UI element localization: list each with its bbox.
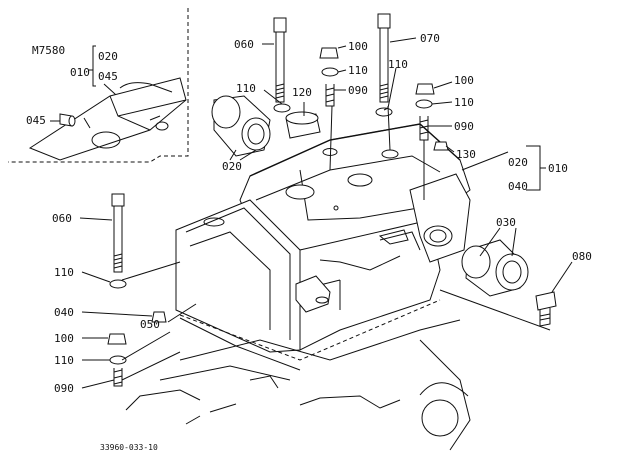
- label-100-right: 100: [454, 74, 474, 87]
- label-050: 050: [140, 318, 160, 331]
- label-045: 045: [26, 114, 46, 127]
- label-090-right: 090: [454, 120, 474, 133]
- variant-ref-b: 045: [98, 70, 118, 83]
- label-110-top: 110: [348, 64, 368, 77]
- fasteners-top-middle: [273, 47, 339, 139]
- label-070: 070: [420, 32, 440, 45]
- pipe-030: [461, 239, 529, 297]
- label-010-right: 010: [548, 162, 568, 175]
- label-110-left: 110: [236, 82, 256, 95]
- label-040-right: 040: [508, 180, 528, 193]
- label-100-top: 100: [348, 40, 368, 53]
- label-040-left: 040: [54, 306, 74, 319]
- inset-variant: M7580 020 045 010 045: [8, 8, 189, 163]
- label-130: 130: [456, 148, 476, 161]
- bolt-060-left: [109, 193, 127, 289]
- label-120: 120: [292, 86, 312, 99]
- label-090-bot: 090: [54, 382, 74, 395]
- label-110-mid: 110: [54, 266, 74, 279]
- part-labels: 060 070 100 110 090 120 110 020 110 100 …: [52, 32, 592, 395]
- label-020-right: 020: [508, 156, 528, 169]
- fasteners-left-lower: [107, 311, 167, 387]
- variant-ref-group: 010: [70, 66, 90, 79]
- label-060-left: 060: [52, 212, 72, 225]
- drawing-number: 33960-033-10: [100, 443, 158, 452]
- label-060-top: 060: [234, 38, 254, 51]
- label-020-left: 020: [222, 160, 242, 173]
- main-housing: [125, 123, 471, 451]
- bolt-070: [377, 13, 391, 103]
- label-110-right: 110: [388, 58, 408, 71]
- label-080: 080: [572, 250, 592, 263]
- label-100-bot: 100: [54, 332, 74, 345]
- bolt-060-top: [273, 17, 287, 103]
- label-110-right2: 110: [454, 96, 474, 109]
- variant-ref-a: 020: [98, 50, 118, 63]
- leader-lines: [79, 37, 573, 389]
- variant-model: M7580: [32, 44, 65, 57]
- bolt-080: [535, 291, 557, 327]
- label-110-bot: 110: [54, 354, 74, 367]
- elbow-020: [211, 95, 271, 157]
- label-030: 030: [496, 216, 516, 229]
- label-090-top: 090: [348, 84, 368, 97]
